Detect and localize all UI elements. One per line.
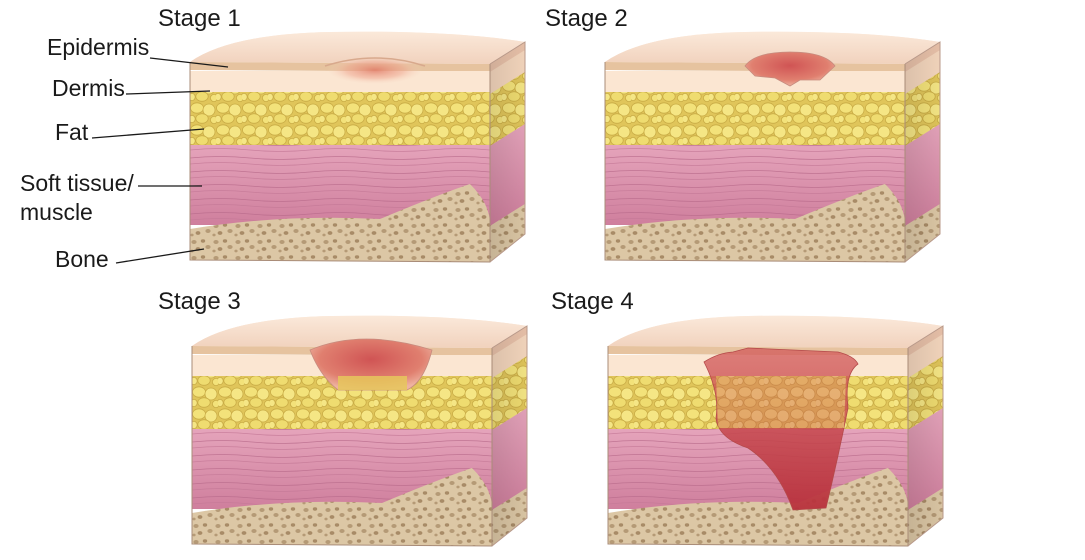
bone-label: Bone	[55, 246, 109, 272]
stage-2-title: Stage 2	[545, 5, 628, 32]
dermis-label: Dermis	[52, 75, 125, 101]
stage-3-title: Stage 3	[158, 288, 241, 315]
bone-leader	[115, 248, 205, 264]
soft-tissue-label-line2: muscle	[20, 199, 93, 225]
stage-2-block	[604, 31, 941, 263]
stage-1-title: Stage 1	[158, 5, 241, 32]
soft-tissue-label-line1: Soft tissue/	[20, 170, 134, 196]
stage-1-block	[189, 31, 526, 263]
stage-4-block	[607, 315, 944, 547]
stage-4-title: Stage 4	[551, 288, 634, 315]
epidermis-leader	[149, 57, 229, 68]
fat-leader	[91, 128, 205, 139]
fat-label: Fat	[55, 119, 89, 145]
dermis-leader	[125, 90, 211, 95]
epidermis-label: Epidermis	[47, 34, 149, 60]
stage-3-block	[191, 315, 528, 547]
